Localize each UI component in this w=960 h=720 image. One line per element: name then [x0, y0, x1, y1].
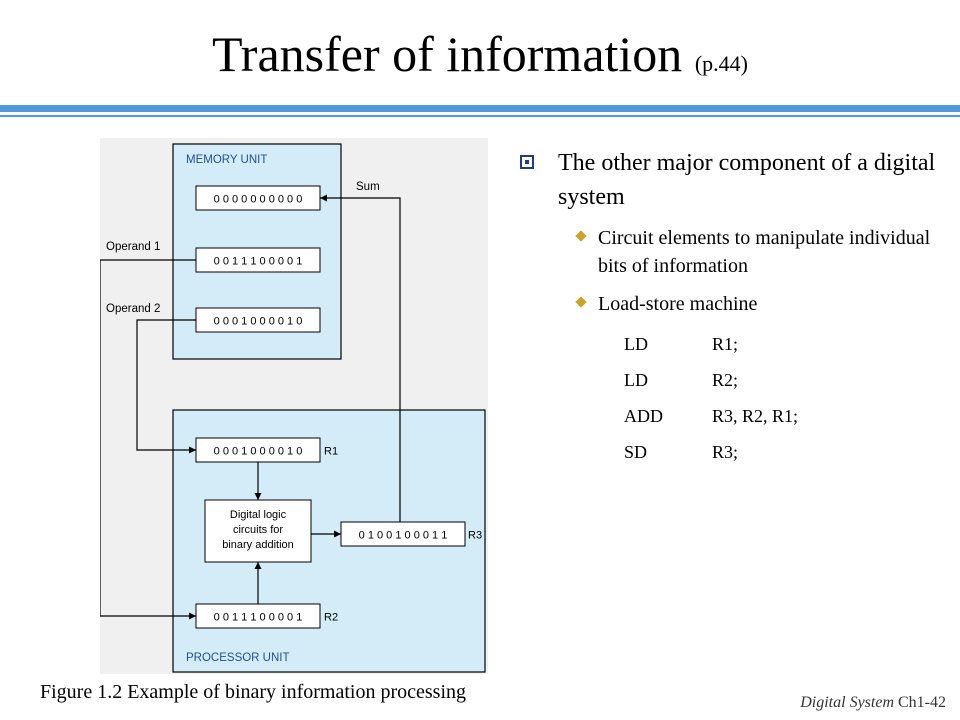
instruction-args: R3, R2, R1; [712, 406, 799, 426]
operand-1-label: Operand 1 [106, 241, 160, 253]
memory-word-2 [195, 247, 321, 273]
logic-circuit-line-3: binary addition [222, 539, 294, 551]
instruction-op: LD [624, 334, 648, 354]
instruction-row: ADD R3, R2, R1; [624, 398, 940, 434]
operand-1-path [100, 259, 196, 620]
operand-2-path [136, 319, 196, 454]
register-r1-label: R1 [324, 446, 338, 458]
register-r3-label: R3 [468, 530, 482, 542]
bullet-main: The other major component of a digital s… [520, 146, 940, 214]
title-page-ref: (p.44) [694, 51, 748, 76]
slide-title: Transfer of information (p.44) [0, 22, 960, 96]
sub-bullet-2: Load-store machine [520, 290, 940, 318]
sum-path [320, 194, 401, 522]
instruction-row: SD R3; [624, 434, 940, 470]
memory-word-1 [195, 185, 321, 211]
sum-label: Sum [356, 181, 380, 193]
instruction-list: LD R1; LD R2; ADD R3, R2, R1; SD R3; [624, 326, 940, 470]
instruction-op: ADD [624, 406, 663, 426]
register-r2-bits: 0 0 1 1 1 0 0 0 0 1 [214, 612, 303, 624]
instruction-args: R3; [712, 442, 739, 462]
operand-2-label: Operand 2 [106, 303, 160, 315]
memory-word-3 [195, 307, 321, 333]
memory-word-2-bits: 0 0 1 1 1 0 0 0 0 1 [214, 256, 303, 268]
bullet-list: The other major component of a digital s… [520, 146, 940, 470]
footer-system: Digital System [800, 694, 894, 711]
sub-bullet-1: Circuit elements to manipulate individua… [520, 224, 940, 280]
bullet-main-text: The other major component of a digital s… [558, 150, 936, 210]
register-r3-bits: 0 1 0 0 1 0 0 0 1 1 [359, 530, 448, 542]
instruction-args: R2; [712, 370, 739, 390]
memory-word-1-bits: 0 0 0 0 0 0 0 0 0 0 [214, 194, 303, 206]
memory-word-3-bits: 0 0 0 1 0 0 0 0 1 0 [214, 316, 303, 328]
title-main: Transfer of information [212, 26, 683, 82]
instruction-row: LD R2; [624, 362, 940, 398]
register-r2-label: R2 [324, 612, 338, 624]
instruction-op: SD [624, 442, 648, 462]
sub-bullet-2-text: Load-store machine [598, 293, 758, 315]
instruction-args: R1; [712, 334, 739, 354]
footer-page: Ch1-42 [898, 694, 946, 711]
diamond-bullet-icon [575, 230, 587, 242]
instruction-op: LD [624, 370, 648, 390]
register-r1-bits: 0 0 0 1 0 0 0 0 1 0 [214, 446, 303, 458]
slide-footer: Digital System Ch1-42 [800, 693, 946, 713]
title-rule-thin [0, 115, 960, 117]
logic-circuit-line-2: circuits for [233, 524, 283, 536]
diamond-bullet-icon [575, 296, 587, 308]
figure-caption: Figure 1.2 Example of binary information… [40, 681, 467, 703]
memory-unit-label: MEMORY UNIT [186, 154, 267, 166]
logic-circuit-line-1: Digital logic [230, 509, 287, 521]
sub-bullet-1-text: Circuit elements to manipulate individua… [598, 227, 931, 277]
binary-processing-diagram: MEMORY UNIT 0 0 0 0 0 0 0 0 0 0 0 0 1 1 … [100, 138, 488, 674]
processor-unit-label: PROCESSOR UNIT [186, 652, 290, 664]
logic-circuit-box [204, 499, 312, 563]
instruction-row: LD R1; [624, 326, 940, 362]
title-rule-thick [0, 105, 960, 112]
square-bullet-icon [520, 155, 534, 169]
